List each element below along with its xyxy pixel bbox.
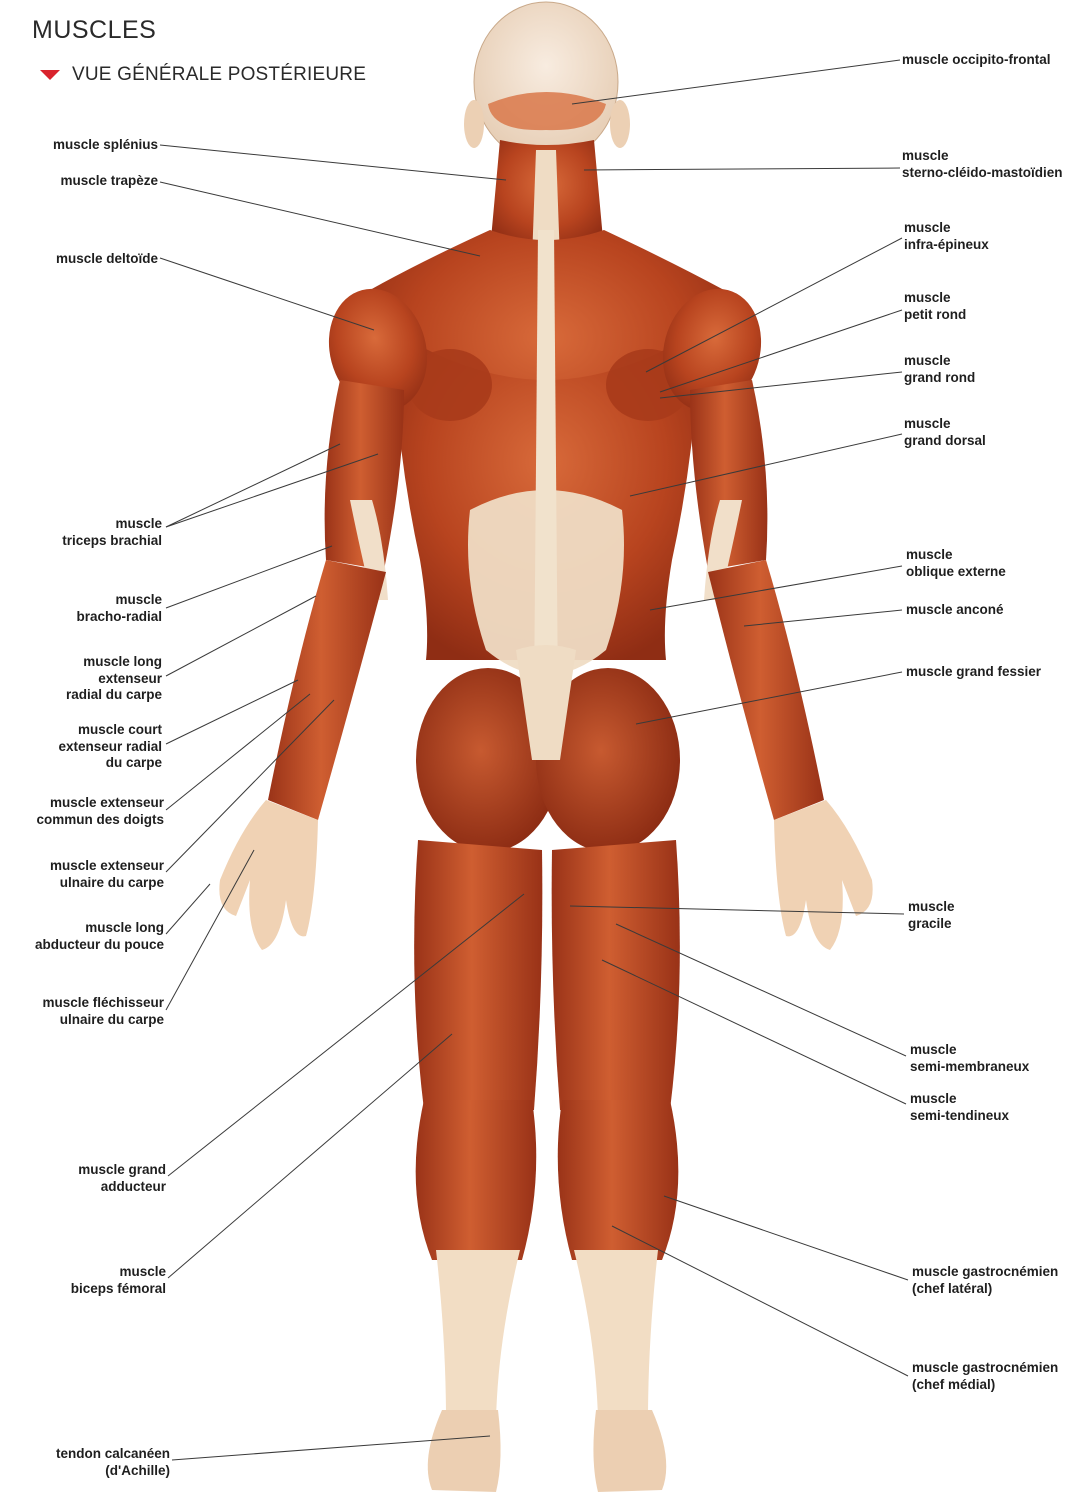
right-foot: [593, 1410, 666, 1492]
label-sterno: muscle sterno-cléido-mastoïdien: [902, 148, 1063, 181]
left-thigh: [414, 840, 542, 1110]
left-foot: [428, 1410, 501, 1492]
left-hand: [219, 800, 318, 950]
label-gastro-medial: muscle gastrocnémien (chef médial): [912, 1360, 1058, 1393]
label-ancone: muscle anconé: [906, 602, 1004, 619]
label-ext-commun: muscle extenseur commun des doigts: [36, 795, 164, 828]
label-trapeze: muscle trapèze: [60, 173, 158, 190]
left-shin: [436, 1250, 520, 1420]
subtitle-text: VUE GÉNÉRALE POSTÉRIEURE: [72, 64, 366, 86]
label-bracho-radial: muscle bracho-radial: [76, 592, 162, 625]
page-subtitle: VUE GÉNÉRALE POSTÉRIEURE: [40, 64, 366, 86]
right-thigh: [552, 840, 680, 1110]
left-forearm: [268, 560, 386, 820]
label-grand-fessier: muscle grand fessier: [906, 664, 1041, 681]
right-ear: [610, 100, 630, 148]
label-triceps: muscle triceps brachial: [62, 516, 162, 549]
label-flechisseur: muscle fléchisseur ulnaire du carpe: [42, 995, 164, 1028]
label-long-ext-radial: muscle long extenseur radial du carpe: [66, 654, 162, 704]
label-petit-rond: muscle petit rond: [904, 290, 966, 323]
label-grand-dorsal: muscle grand dorsal: [904, 416, 986, 449]
spine-column: [534, 230, 558, 700]
head-shape: [474, 2, 618, 162]
label-semi-tendineux: muscle semi-tendineux: [910, 1091, 1009, 1124]
label-semi-membraneux: muscle semi-membraneux: [910, 1042, 1029, 1075]
label-deltoide: muscle deltoïde: [56, 251, 158, 268]
left-calf: [416, 1100, 537, 1260]
label-biceps-femoral: muscle biceps fémoral: [71, 1264, 166, 1297]
label-occipito-frontal: muscle occipito-frontal: [902, 52, 1051, 69]
right-calf: [558, 1100, 679, 1260]
label-splenius: muscle splénius: [53, 137, 158, 154]
label-ext-ulnaire: muscle extenseur ulnaire du carpe: [50, 858, 164, 891]
right-hand: [774, 800, 873, 950]
label-gracile: muscle gracile: [908, 899, 955, 932]
label-grand-rond: muscle grand rond: [904, 353, 975, 386]
left-ear: [464, 100, 484, 148]
triangle-down-icon: [40, 70, 60, 80]
label-court-ext-radial: muscle court extenseur radial du carpe: [58, 722, 162, 772]
label-long-abducteur: muscle long abducteur du pouce: [35, 920, 164, 953]
label-oblique: muscle oblique externe: [906, 547, 1006, 580]
label-gastro-lateral: muscle gastrocnémien (chef latéral): [912, 1264, 1058, 1297]
label-achille: tendon calcanéen (d'Achille): [56, 1446, 170, 1479]
right-forearm: [708, 560, 824, 820]
page-title: MUSCLES: [32, 16, 156, 45]
label-grand-adducteur: muscle grand adducteur: [78, 1162, 166, 1195]
label-infra-epineux: muscle infra-épineux: [904, 220, 989, 253]
right-shin: [574, 1250, 658, 1420]
